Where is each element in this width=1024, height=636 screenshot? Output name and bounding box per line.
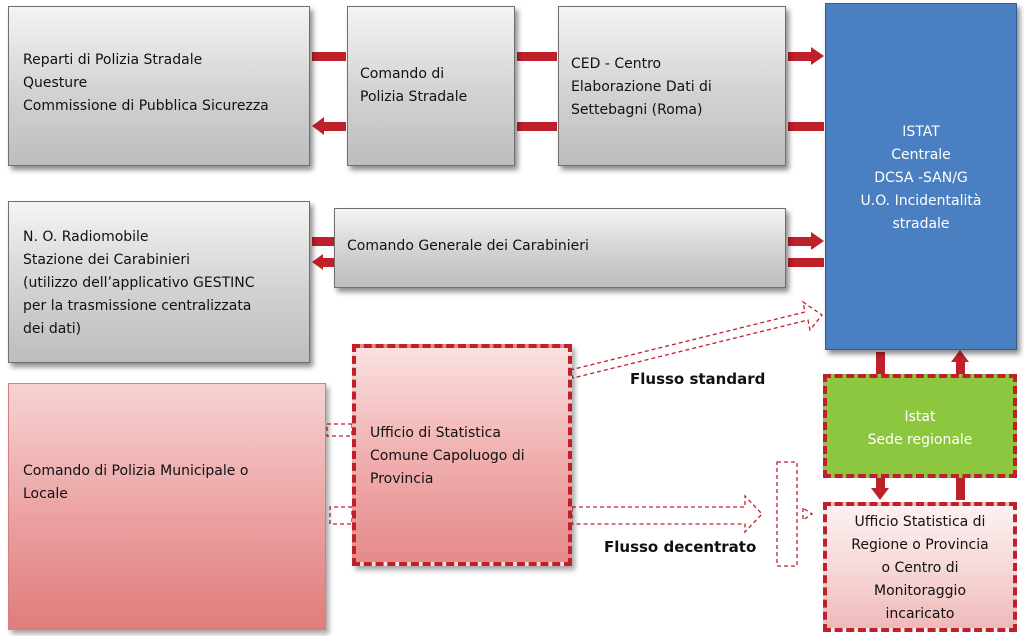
box-istat-regionale: Istat Sede regionale bbox=[823, 374, 1017, 478]
box-ced-line-3: Settebagni (Roma) bbox=[571, 102, 703, 118]
box-comando-carabinieri: Comando Generale dei Carabinieri bbox=[334, 208, 786, 288]
box-istat-regionale-line-1: Istat bbox=[904, 409, 936, 425]
arrowhead-to-ufficio-regione bbox=[802, 506, 814, 522]
box-radiomobile-line-1: N. O. Radiomobile bbox=[23, 229, 149, 245]
box-polizia-municipale-line-2: Locale bbox=[23, 486, 68, 502]
box-ced-line-1: CED - Centro bbox=[571, 56, 662, 72]
arrow-ced-to-istat bbox=[788, 52, 812, 61]
box-reparti: Reparti di Polizia Stradale Questure Com… bbox=[8, 6, 310, 166]
box-reparti-line-2: Questure bbox=[23, 75, 88, 91]
arrow-carabinieri-to-istat bbox=[788, 237, 812, 246]
box-ced-line-2: Elaborazione Dati di bbox=[571, 79, 712, 95]
arrow-flusso-standard bbox=[569, 300, 823, 379]
box-comando-stradale-line-2: Polizia Stradale bbox=[360, 89, 468, 105]
arrow-ced-to-comando bbox=[517, 122, 557, 131]
box-reparti-line-3: Commissione di Pubblica Sicurezza bbox=[23, 98, 269, 114]
box-comando-carabinieri-line-1: Comando Generale dei Carabinieri bbox=[347, 238, 589, 254]
arrow-comando-to-ced bbox=[517, 52, 557, 61]
box-ufficio-comune-line-1: Ufficio di Statistica bbox=[370, 425, 501, 441]
box-comando-stradale-line-1: Comando di bbox=[360, 66, 445, 82]
arrowhead-down bbox=[871, 488, 889, 500]
box-radiomobile-line-3: (utilizzo dell’applicativo GESTINC bbox=[23, 275, 255, 291]
arrowhead-right bbox=[811, 47, 824, 65]
box-radiomobile-line-2: Stazione dei Carabinieri bbox=[23, 252, 191, 268]
box-polizia-municipale-line-1: Comando di Polizia Municipale o bbox=[23, 463, 249, 479]
arrow-regionale-to-ufficio bbox=[876, 478, 885, 490]
box-istat-centrale: ISTAT Centrale DCSA -SAN/G U.O. Incident… bbox=[825, 3, 1017, 350]
arrowhead-left-2 bbox=[312, 254, 323, 270]
box-istat-centrale-line-2: Centrale bbox=[891, 147, 951, 163]
arrowhead-right-2 bbox=[811, 232, 824, 250]
box-ufficio-regione-line-3: o Centro di bbox=[881, 560, 959, 576]
arrow-istat-to-regionale bbox=[876, 352, 885, 374]
dashed-connector-box bbox=[776, 461, 798, 567]
arrow-reparti-to-comando bbox=[312, 52, 346, 61]
arrow-regionale-to-istat bbox=[956, 361, 965, 374]
arrow-municipale-to-ufficio bbox=[326, 423, 353, 437]
box-istat-centrale-line-1: ISTAT bbox=[902, 124, 940, 140]
arrow-comando-to-reparti bbox=[322, 122, 346, 131]
box-ufficio-regione-line-2: Regione o Provincia bbox=[851, 537, 989, 553]
box-ufficio-regione-line-4: Monitoraggio bbox=[873, 583, 967, 599]
arrow-istat-to-ced bbox=[788, 122, 824, 131]
box-ufficio-comune-line-2: Comune Capoluogo di bbox=[370, 448, 525, 464]
arrow-radiomobile-to-carabinieri bbox=[312, 237, 334, 246]
box-polizia-municipale: Comando di Polizia Municipale o Locale bbox=[8, 383, 326, 630]
box-ufficio-comune: Ufficio di Statistica Comune Capoluogo d… bbox=[352, 344, 572, 566]
box-ced: CED - Centro Elaborazione Dati di Setteb… bbox=[558, 6, 786, 166]
box-istat-centrale-line-5: stradale bbox=[892, 216, 950, 232]
box-ufficio-regione: Ufficio Statistica di Regione o Provinci… bbox=[823, 502, 1017, 632]
box-istat-regionale-line-2: Sede regionale bbox=[867, 432, 973, 448]
arrowhead-left bbox=[312, 117, 324, 135]
box-ufficio-regione-line-1: Ufficio Statistica di bbox=[854, 514, 986, 530]
box-ufficio-regione-line-5: incaricato bbox=[885, 606, 955, 622]
arrowhead-up bbox=[951, 350, 969, 362]
arrow-ufficio-to-regionale bbox=[956, 478, 965, 500]
label-flusso-decentrato: Flusso decentrato bbox=[604, 538, 757, 556]
box-istat-centrale-line-4: U.O. Incidentalità bbox=[860, 193, 982, 209]
box-radiomobile-line-4: per la trasmissione centralizzata bbox=[23, 298, 252, 314]
box-radiomobile: N. O. Radiomobile Stazione dei Carabinie… bbox=[8, 201, 310, 363]
box-istat-centrale-line-3: DCSA -SAN/G bbox=[874, 170, 968, 186]
arrow-flusso-decentrato bbox=[571, 494, 763, 534]
arrow-istat-to-carabinieri bbox=[788, 258, 824, 267]
arrow-carabinieri-to-radiomobile bbox=[322, 258, 334, 267]
box-reparti-line-1: Reparti di Polizia Stradale bbox=[23, 52, 203, 68]
box-radiomobile-line-5: dei dati) bbox=[23, 321, 82, 337]
box-ufficio-comune-line-3: Provincia bbox=[370, 471, 434, 487]
box-comando-stradale: Comando di Polizia Stradale bbox=[347, 6, 515, 166]
arrow-municipale-to-ufficio-2 bbox=[329, 506, 353, 525]
label-flusso-standard: Flusso standard bbox=[630, 370, 766, 388]
